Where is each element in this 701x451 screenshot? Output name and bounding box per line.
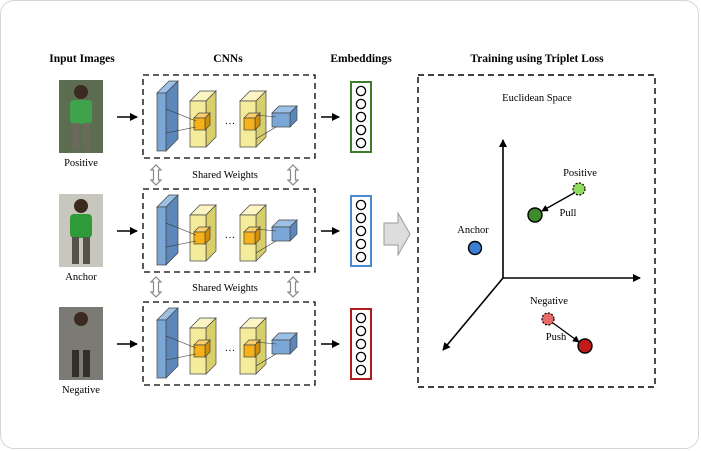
cnn-box [142,74,316,159]
kernel-cube [243,226,261,245]
header-embeddings: Embeddings [330,53,392,65]
embedding-unit [355,124,367,136]
axis-z [442,277,504,351]
cnn-box [142,188,316,273]
positive-point-original [572,182,586,196]
conv-layer-1 [156,194,179,266]
euclidean-space-title: Euclidean Space [502,93,572,104]
cnn-box [142,301,316,386]
embedding-unit [355,137,367,149]
network-row: Negative ··· [59,301,372,396]
kernel-line [165,335,197,349]
embedding-unit [355,251,367,263]
kernel-cube [193,112,211,131]
negative-point-original [541,312,555,326]
fc-line [255,353,277,367]
pull-label: Pull [560,208,577,219]
euclidean-space-panel [417,74,656,388]
kernel-cube [193,339,211,358]
kernel-line [165,108,197,122]
big-arrow-icon [383,211,411,257]
fc-line [255,228,277,232]
fc-layer [271,105,298,128]
fc-line [255,126,277,140]
header-input-images: Input Images [49,53,115,65]
shared-weights-1: Shared Weights [149,164,300,186]
positive-label: Positive [563,168,597,179]
header-training: Training using Triplet Loss [470,53,604,65]
double-arrow-icon [286,164,300,186]
embedding-unit [355,338,367,350]
kernel-line [165,240,197,248]
conv-layer-1 [156,80,179,152]
input-image-label: Anchor [65,272,97,283]
layer-ellipsis: ··· [225,233,236,244]
embedding-vector [350,195,372,267]
input-image-label: Positive [64,158,98,169]
embedding-unit [355,312,367,324]
double-arrow-icon [149,276,163,298]
kernel-line [165,126,197,134]
network-rows: Positive ··· Anchor ··· Negative ··· [59,74,372,396]
embedding-unit [355,212,367,224]
embedding-unit [355,225,367,237]
kernel-line [165,353,197,361]
fc-line [255,341,277,345]
embedding-unit [355,364,367,376]
embedding-unit [355,111,367,123]
embedding-unit [355,85,367,97]
kernel-cube [243,112,261,131]
network-row: Positive ··· [59,74,372,169]
push-arrow [552,322,580,343]
shared-weights-label-1: Shared Weights [192,170,258,181]
network-row: Anchor ··· [59,188,372,283]
embedding-unit [355,351,367,363]
input-image [59,80,103,153]
header-cnns: CNNs [213,53,243,65]
conv-layer-1 [156,307,179,379]
embedding-unit [355,98,367,110]
kernel-cube [243,339,261,358]
fc-layer [271,332,298,355]
negative-label: Negative [530,296,568,307]
fc-line [255,240,277,254]
input-image-label: Negative [62,385,100,396]
push-label: Push [546,332,567,343]
shared-weights-label-2: Shared Weights [192,283,258,294]
embedding-unit [355,238,367,250]
pull-arrow [541,192,575,212]
layer-ellipsis: ··· [225,346,236,357]
input-image [59,194,103,267]
fc-layer [271,219,298,242]
negative-point-pushed [577,338,593,354]
embedding-vector [350,81,372,153]
conv-layer-3 [239,317,267,375]
kernel-cube [193,226,211,245]
input-image [59,307,103,380]
double-arrow-icon [149,164,163,186]
anchor-label: Anchor [457,225,489,236]
fc-line [255,114,277,118]
shared-weights-2: Shared Weights [149,276,300,298]
double-arrow-icon [286,276,300,298]
layer-ellipsis: ··· [225,119,236,130]
embedding-unit [355,325,367,337]
embedding-vector [350,308,372,380]
embedding-unit [355,199,367,211]
kernel-line [165,222,197,236]
positive-point-pulled [527,207,543,223]
anchor-point [467,240,483,256]
